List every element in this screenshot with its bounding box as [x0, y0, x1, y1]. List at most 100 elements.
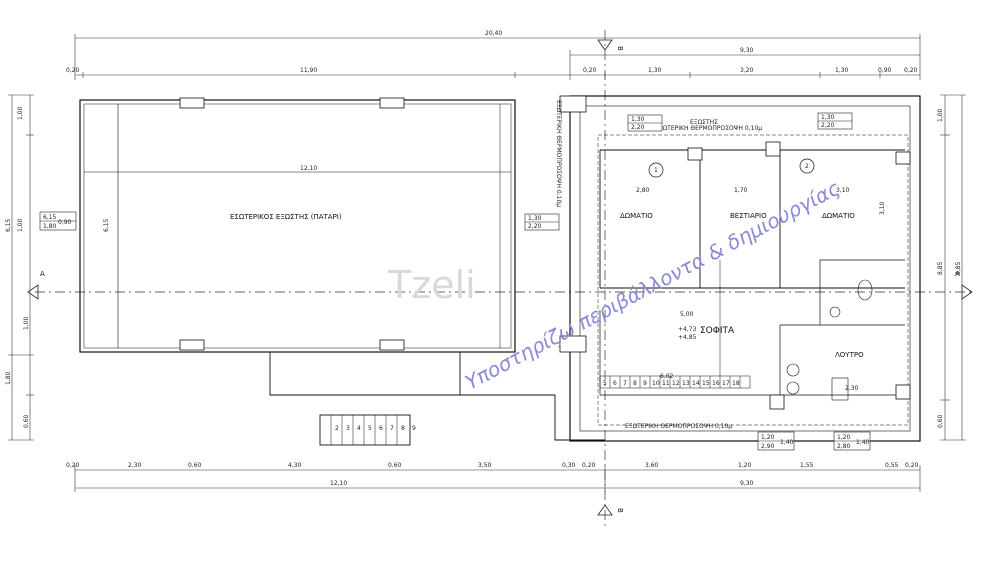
svg-text:1,40: 1,40	[856, 439, 870, 446]
stairs-main	[599, 260, 751, 389]
label-insulation-top: ΕΞΩΤΕΡΙΚΗ ΘΕΡΜΟΠΡΟΣΟΨΗ 0,10μ	[655, 125, 762, 132]
stair-15: 15	[702, 380, 710, 387]
label-vestiario: ΒΕΣΤΙΑΡΙΟ	[730, 212, 767, 220]
watermark-logo: Tzeli	[387, 263, 476, 307]
dim-bottom-12: 0,20	[905, 462, 919, 469]
dim-loutro-w: 2,30	[845, 385, 859, 392]
step-7: 7	[390, 425, 394, 432]
svg-text:1: 1	[654, 167, 658, 174]
window-tag-bottom-2: 1,20 2,80 1,40	[833, 431, 871, 451]
label-insulation-vertical: ΕΞΩΤΕΡΙΚΗ ΘΕΡΜΟΠΡΟΣΟΨΗ 0,10μ	[555, 100, 562, 207]
svg-text:2,80: 2,80	[837, 443, 851, 450]
bottom-dimensions	[74, 465, 921, 492]
stair-8: 8	[633, 380, 637, 387]
dim-left-1: 6,15	[5, 218, 12, 232]
dim-left-3: 1,00	[17, 218, 24, 232]
stair-7: 7	[623, 380, 627, 387]
window-tag-3: 1,30 2,20	[524, 213, 560, 231]
svg-text:1,80: 1,80	[43, 223, 57, 230]
label-room2: ΔΩΜΑΤΙΟ	[822, 212, 855, 220]
dim-inner-h: 6,15	[103, 218, 110, 232]
dim-row-top-1: 11,90	[300, 67, 317, 74]
bathroom-fixtures	[786, 279, 873, 401]
dim-right-1: 8,85	[955, 261, 962, 275]
right-block-posts	[559, 95, 911, 410]
svg-text:1,20: 1,20	[837, 434, 851, 441]
svg-text:A: A	[955, 270, 960, 278]
watermark-text: Υποστηρίζω περιβάλλοντα & δημιουργίας	[461, 176, 844, 395]
dim-bottom-6: 0,30	[562, 462, 576, 469]
dim-row-top-5: 1,30	[835, 67, 849, 74]
label-insulation-bottom: ΕΞΩΤΕΡΙΚΗ ΘΕΡΜΟΠΡΟΣΟΨΗ 0,10μ	[625, 423, 732, 430]
svg-text:B: B	[616, 508, 624, 513]
stair-11: 11	[662, 380, 670, 387]
dim-right-1b: 8,85	[937, 261, 944, 275]
left-dimensions	[8, 94, 34, 441]
dim-right-inner: 3,10	[879, 201, 886, 215]
dim-row-top-2: 0,20	[583, 67, 597, 74]
dim-bottom-9: 1,20	[738, 462, 752, 469]
dim-bottom-7: 0,20	[582, 462, 596, 469]
dim-room-w: 2,80	[636, 187, 650, 194]
dim-right-0: 1,00	[937, 108, 944, 122]
patari-outline	[79, 99, 516, 353]
dim-bottom-0: 0,20	[66, 462, 80, 469]
dim-left-5: 0,60	[23, 414, 30, 428]
dim-left-4: 1,80	[5, 371, 12, 385]
dim-left-2: 1,00	[23, 316, 30, 330]
step-9: 9	[412, 425, 416, 432]
svg-text:6,15: 6,15	[43, 214, 57, 221]
dim-bottom-1: 2,30	[128, 462, 142, 469]
level-1: +4,73	[678, 326, 697, 333]
lower-extension	[269, 352, 605, 446]
top-dimensions	[74, 34, 921, 80]
dim-bottom-11: 0,55	[885, 462, 899, 469]
step-6: 6	[379, 425, 383, 432]
step-2: 2	[335, 425, 339, 432]
stair-18: 18	[732, 380, 740, 387]
right-dimensions	[940, 94, 966, 441]
right-block-walls	[569, 95, 921, 442]
dim-bottom-10: 1,55	[800, 462, 814, 469]
window-tag-bottom-1: 1,20 2,90 1,40	[757, 431, 795, 451]
dim-left-0: 1,00	[17, 106, 24, 120]
dim-room-w2: 3,10	[836, 187, 850, 194]
window-tag-1: 1,30 2,20	[627, 114, 663, 132]
dim-row-top-6: 0,90	[878, 67, 892, 74]
label-room1: ΔΩΜΑΤΙΟ	[620, 212, 653, 220]
svg-text:A: A	[40, 270, 45, 278]
dim-right-3: 0,60	[937, 414, 944, 428]
section-b-top-marker: B	[597, 39, 624, 51]
dim-vest-w: 1,70	[734, 187, 748, 194]
svg-text:2,90: 2,90	[761, 443, 775, 450]
label-exostis: ΕΞΩΣΤΗΣ	[690, 119, 718, 126]
svg-text:2: 2	[805, 163, 809, 170]
step-4: 4	[357, 425, 361, 432]
stair-14: 14	[692, 380, 700, 387]
step-8: 8	[401, 425, 405, 432]
svg-text:1,30: 1,30	[631, 116, 645, 123]
dim-right-top: 9,30	[740, 47, 754, 54]
dim-row-top-7: 0,20	[904, 67, 918, 74]
stair-10: 10	[652, 380, 660, 387]
window-tag-left: 6,15 1,80 0,90	[39, 211, 77, 231]
dim-stairs: 6,02	[660, 373, 674, 380]
patari-posts	[179, 97, 405, 351]
label-sofita: ΣΟΦΙΤΑ	[700, 326, 735, 336]
room-number-2: 2	[799, 158, 815, 174]
dim-total-bottom-left: 12,10	[330, 480, 347, 487]
window-tag-2: 1,30 2,20	[817, 112, 853, 130]
stair-9: 9	[643, 380, 647, 387]
stair-13: 13	[682, 380, 690, 387]
svg-text:1,40: 1,40	[780, 439, 794, 446]
stair-12: 12	[672, 380, 680, 387]
svg-text:B: B	[616, 46, 624, 51]
step-5: 5	[368, 425, 372, 432]
dim-row-top-3: 1,30	[648, 67, 662, 74]
label-loutro: ΛΟΥΤΡΟ	[835, 351, 864, 359]
dim-inner-width: 12,10	[300, 165, 317, 172]
room-number-1: 1	[648, 162, 664, 178]
stairs-bottom	[330, 415, 398, 445]
svg-text:2,20: 2,20	[631, 124, 645, 131]
